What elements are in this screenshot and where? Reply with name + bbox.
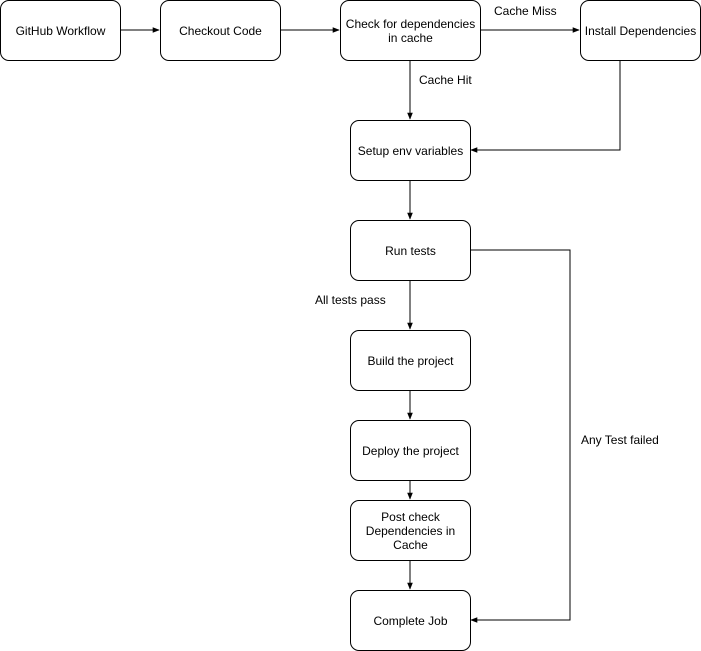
node-complete-job[interactable]: Complete Job <box>350 590 471 651</box>
node-run-tests[interactable]: Run tests <box>350 220 471 281</box>
edge-label-cache-hit: Cache Hit <box>419 73 472 87</box>
node-post-check-label: Post check Dependencies in Cache <box>365 509 456 552</box>
edge-label-all-tests-pass: All tests pass <box>315 293 386 307</box>
node-install-dependencies[interactable]: Install Dependencies <box>580 0 701 61</box>
node-checkout-code-label: Checkout Code <box>179 23 262 38</box>
node-install-dependencies-label: Install Dependencies <box>584 23 697 38</box>
node-complete-job-label: Complete Job <box>373 613 448 628</box>
node-post-check[interactable]: Post check Dependencies in Cache <box>350 500 471 561</box>
node-build-project[interactable]: Build the project <box>350 330 471 391</box>
node-deploy-project-label: Deploy the project <box>362 443 459 458</box>
edge-install-to-setup <box>470 60 621 153</box>
node-check-cache-label: Check for dependencies in cache <box>345 16 476 45</box>
edge-label-any-test-failed: Any Test failed <box>581 433 659 447</box>
node-checkout-code[interactable]: Checkout Code <box>160 0 281 61</box>
node-deploy-project[interactable]: Deploy the project <box>350 420 471 481</box>
node-setup-env-label: Setup env variables <box>357 143 464 158</box>
node-setup-env[interactable]: Setup env variables <box>350 120 471 181</box>
node-run-tests-label: Run tests <box>385 243 436 258</box>
node-github-workflow[interactable]: GitHub Workflow <box>0 0 121 61</box>
edge-test-failed <box>470 249 571 623</box>
node-build-project-label: Build the project <box>367 353 454 368</box>
edge-label-cache-miss: Cache Miss <box>494 4 557 18</box>
node-check-cache[interactable]: Check for dependencies in cache <box>340 0 481 61</box>
node-github-workflow-label: GitHub Workflow <box>15 23 106 38</box>
